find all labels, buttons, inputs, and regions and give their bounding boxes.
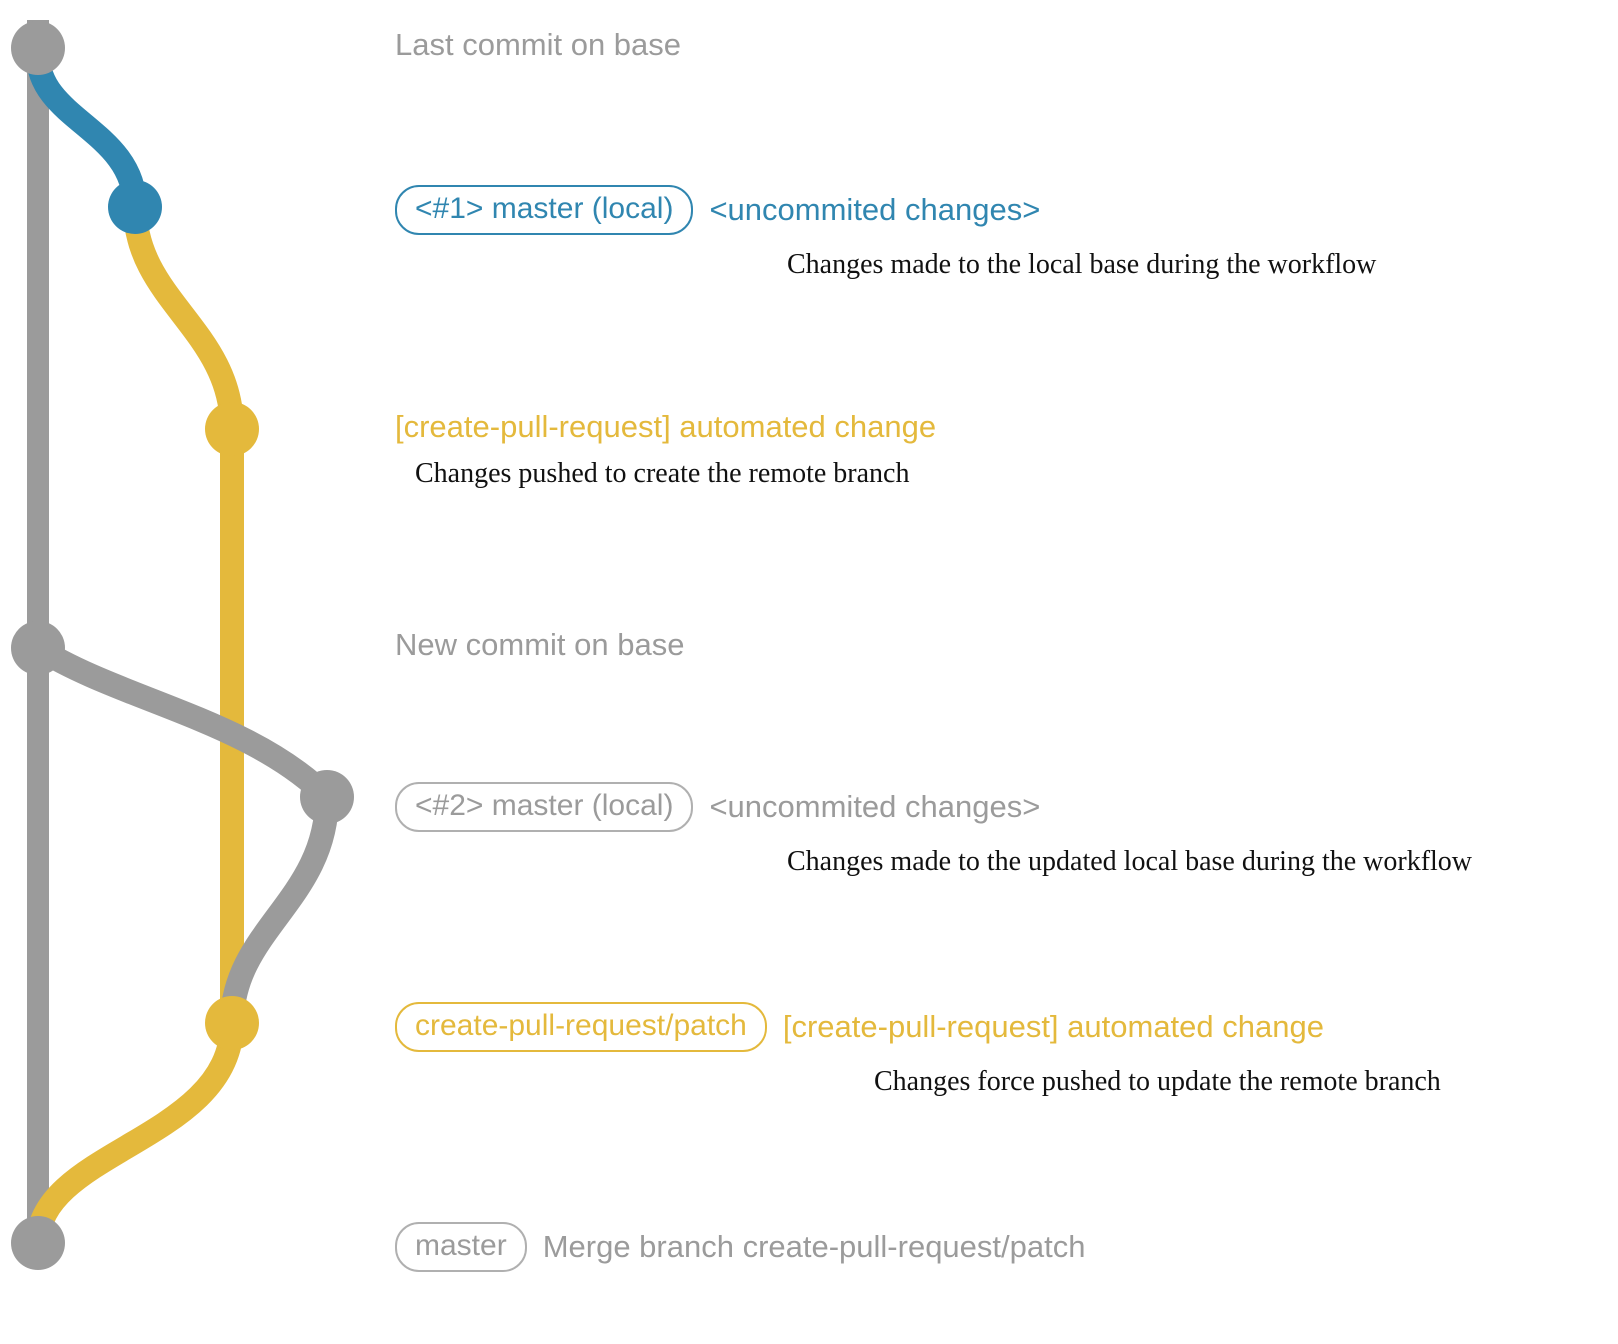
commit-row-head: create-pull-request/patch [create-pull-r… <box>395 1002 1441 1052</box>
commit-row-master-local-2: <#2> master (local) <uncommited changes>… <box>395 782 1472 878</box>
commit-row-head: Last commit on base <box>395 27 682 62</box>
branch-badge-master[interactable]: master <box>395 1222 527 1272</box>
commit-row-head: New commit on base <box>395 627 685 662</box>
commit-subject: <uncommited changes> <box>709 191 1041 227</box>
branch-badge-create-pull-request-patch[interactable]: create-pull-request/patch <box>395 1002 767 1052</box>
commit-description: Changes made to the updated local base d… <box>787 845 1473 877</box>
branch-badge-master-local-2[interactable]: <#2> master (local) <box>395 782 694 832</box>
commit-row-head: [create-pull-request] automated change <box>395 409 937 444</box>
commit-row-head: master Merge branch create-pull-request/… <box>395 1222 1085 1272</box>
commit-subject: Last commit on base <box>395 27 682 62</box>
commit-subject: [create-pull-request] automated change <box>782 1008 1324 1044</box>
commit-subject: <uncommited changes> <box>709 788 1041 824</box>
commit-subject: [create-pull-request] automated change <box>395 409 937 444</box>
commit-row-merge-branch: master Merge branch create-pull-request/… <box>395 1222 1085 1272</box>
commit-row-last-commit-on-base: Last commit on base <box>395 27 682 62</box>
commit-description: Changes force pushed to update the remot… <box>874 1065 1441 1097</box>
commit-row-automated-change-force-push: create-pull-request/patch [create-pull-r… <box>395 1002 1441 1098</box>
commit-row-automated-change-create: [create-pull-request] automated change C… <box>395 409 937 490</box>
commit-description: Changes pushed to create the remote bran… <box>415 458 910 490</box>
commit-description: Changes made to the local base during th… <box>787 248 1377 280</box>
commit-row-head: <#2> master (local) <uncommited changes> <box>395 782 1472 832</box>
branch-badge-master-local-1[interactable]: <#1> master (local) <box>395 185 694 235</box>
commit-row-head: <#1> master (local) <uncommited changes> <box>395 185 1376 235</box>
commit-subject: Merge branch create-pull-request/patch <box>542 1228 1086 1264</box>
commit-subject: New commit on base <box>395 627 685 662</box>
commit-row-new-commit-on-base: New commit on base <box>395 627 685 662</box>
commit-row-master-local-1: <#1> master (local) <uncommited changes>… <box>395 185 1376 281</box>
